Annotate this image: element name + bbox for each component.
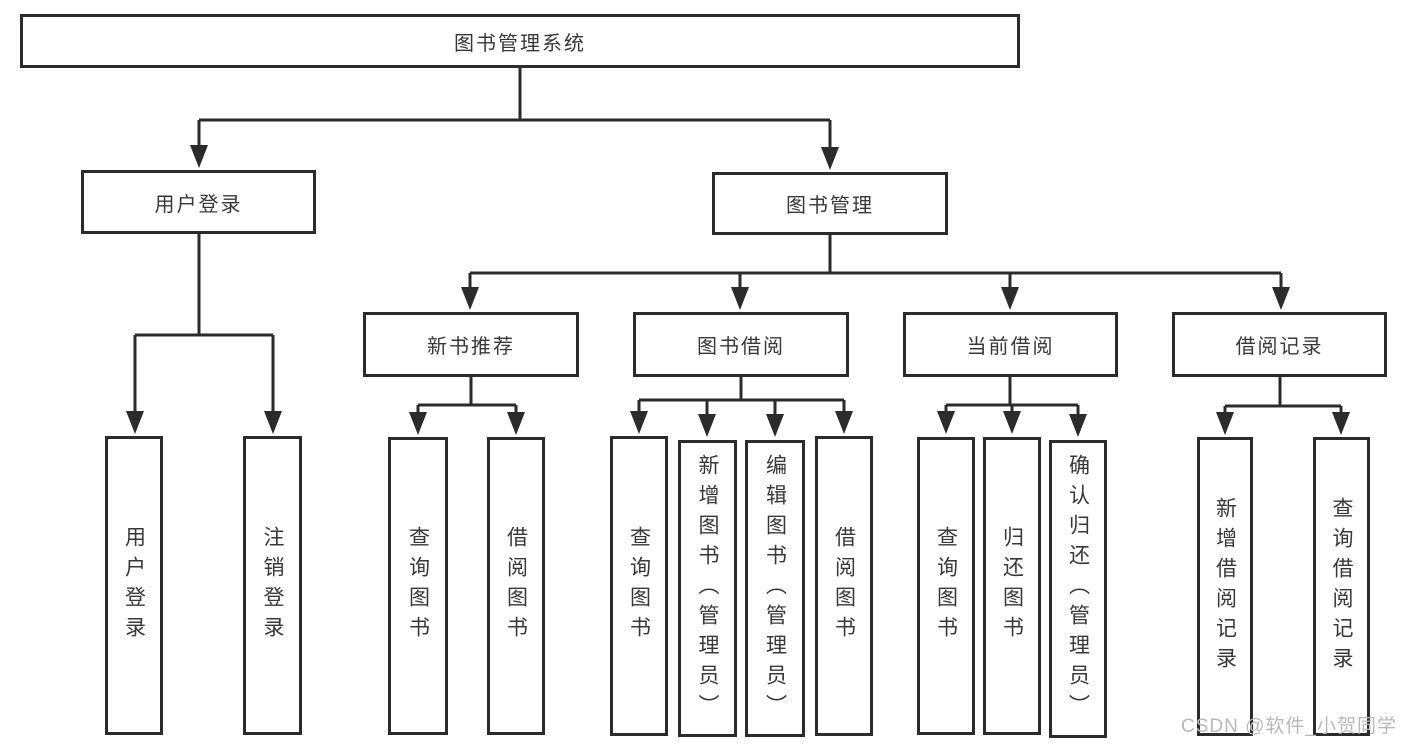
node-borrow-record: 借阅记录 (1172, 312, 1387, 377)
leaf-nbr-query-book: 查询图书 (388, 437, 448, 735)
node-root: 图书管理系统 (20, 14, 1020, 68)
leaf-cb-query-book: 查询图书 (917, 437, 975, 735)
node-new-book-recommend: 新书推荐 (363, 312, 579, 377)
leaf-cb-return-book: 归还图书 (983, 437, 1041, 735)
csdn-watermark: CSDN @软件_小贺同学 (1181, 716, 1397, 737)
leaf-bb-borrow-book: 借阅图书 (815, 436, 873, 736)
node-book-management: 图书管理 (712, 172, 948, 235)
node-user-login: 用户登录 (81, 170, 316, 234)
leaf-nbr-borrow-book: 借阅图书 (487, 437, 545, 735)
leaf-bb-add-book-admin: 新增图书（管理员） (678, 440, 737, 737)
leaf-user-login: 用户登录 (105, 436, 163, 735)
leaf-logout: 注销登录 (243, 436, 302, 735)
arrowheads (126, 145, 1350, 437)
node-book-borrow: 图书借阅 (633, 312, 849, 377)
leaf-br-query-record: 查询借阅记录 (1313, 437, 1370, 736)
leaf-cb-confirm-return-admin: 确认归还（管理员） (1049, 440, 1107, 738)
node-current-borrow: 当前借阅 (903, 312, 1118, 377)
leaf-bb-query-book: 查询图书 (610, 436, 668, 736)
leaf-br-add-record: 新增借阅记录 (1197, 437, 1253, 736)
leaf-bb-edit-book-admin: 编辑图书（管理员） (745, 440, 805, 737)
